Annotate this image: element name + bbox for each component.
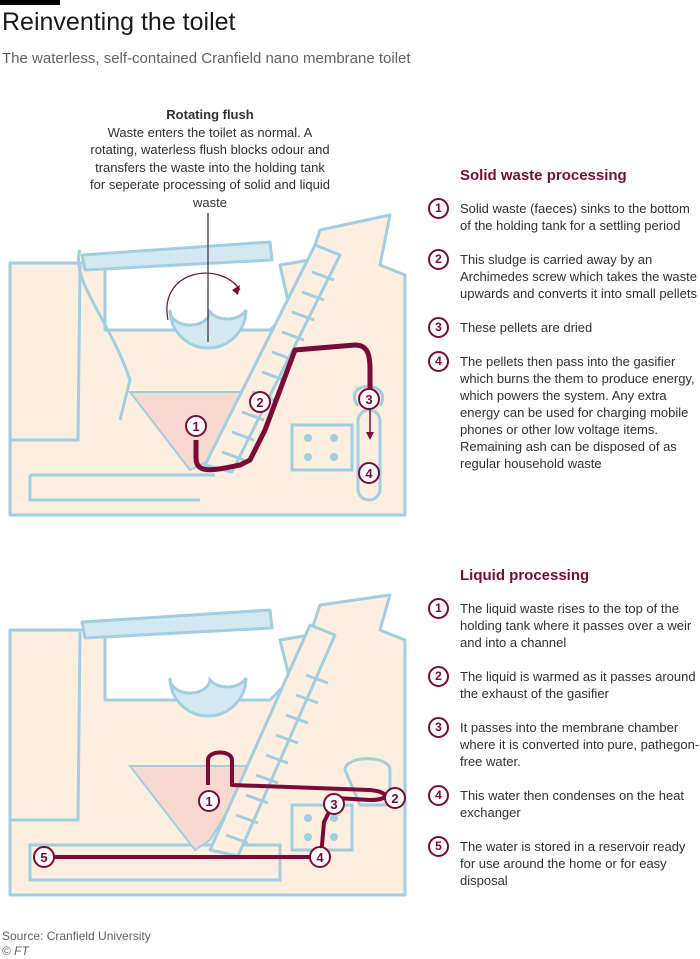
solid-waste-path: [193, 342, 373, 473]
rotating-flush-annotation: Rotating flush Waste enters the toilet a…: [88, 106, 332, 211]
step-number: 5: [428, 836, 449, 857]
diagram-marker-1: 1: [185, 415, 207, 437]
holding-tank: [127, 765, 257, 852]
diagram-marker-5: 5: [33, 846, 55, 868]
solid-step: 4 The pellets then pass into the gasifie…: [428, 351, 700, 472]
solid-processing-diagram: 1 2 3 4: [8, 213, 407, 517]
diagram-marker-2: 2: [384, 787, 406, 809]
page-title: Reinventing the toilet: [2, 8, 236, 36]
step-text: The water is stored in a reservoir ready…: [460, 839, 686, 888]
svg-text:1: 1: [205, 794, 212, 809]
svg-text:4: 4: [365, 466, 373, 481]
step-number: 1: [428, 598, 449, 619]
step-text: The pellets then pass into the gasifier …: [460, 354, 695, 471]
liquid-step: 3 It passes into the membrane chamber wh…: [428, 717, 700, 770]
seat-lid: [80, 608, 274, 640]
diagram-marker-4: 4: [358, 462, 380, 484]
svg-text:3: 3: [365, 392, 372, 407]
solid-step: 2 This sludge is carried away by an Arch…: [428, 249, 700, 302]
diagram-marker-1: 1: [198, 790, 220, 812]
step-text: It passes into the membrane chamber wher…: [460, 720, 700, 769]
diagram-marker-3: 3: [323, 793, 345, 815]
liquid-step: 4 This water then condenses on the heat …: [428, 785, 700, 821]
svg-text:4: 4: [316, 850, 324, 865]
liquid-step: 5 The water is stored in a reservoir rea…: [428, 836, 700, 889]
diagram-marker-3: 3: [358, 388, 380, 410]
step-number: 3: [428, 317, 449, 338]
step-text: The liquid is warmed as it passes around…: [460, 669, 696, 701]
solid-step: 1 Solid waste (faeces) sinks to the bott…: [428, 198, 700, 234]
diagram-marker-2: 2: [249, 391, 271, 413]
rotation-arrow: [166, 272, 241, 321]
brand-bar: [0, 0, 60, 5]
seat-lid: [80, 240, 274, 272]
annotation-heading: Rotating flush: [166, 107, 254, 122]
step-text: The liquid waste rises to the top of the…: [460, 601, 692, 650]
step-text: Solid waste (faeces) sinks to the bottom…: [460, 201, 690, 233]
liquid-processing-panel: Liquid processing 1 The liquid waste ris…: [428, 567, 700, 906]
svg-text:2: 2: [256, 395, 263, 410]
svg-text:2: 2: [391, 791, 398, 806]
page-subtitle: The waterless, self-contained Cranfield …: [2, 50, 411, 67]
step-number: 2: [428, 666, 449, 687]
step-text: This water then condenses on the heat ex…: [460, 788, 685, 820]
source-note: Source: Cranfield University © FT: [2, 929, 151, 959]
credit-text: © FT: [2, 944, 29, 958]
archimedes-screw: [208, 623, 337, 858]
diagram-marker-4: 4: [309, 846, 331, 868]
step-text: This sludge is carried away by an Archim…: [460, 252, 698, 301]
step-number: 3: [428, 717, 449, 738]
liquid-step: 2 The liquid is warmed as it passes arou…: [428, 666, 700, 702]
svg-text:3: 3: [330, 797, 337, 812]
solid-step: 3 These pellets are dried: [428, 317, 700, 338]
annotation-text: Waste enters the toilet as normal. A rot…: [90, 124, 330, 210]
liquid-heading: Liquid processing: [460, 567, 590, 584]
step-number: 1: [428, 198, 449, 219]
solid-processing-panel: Solid waste processing 1 Solid waste (fa…: [428, 167, 700, 489]
liquid-step: 1 The liquid waste rises to the top of t…: [428, 598, 700, 651]
svg-text:1: 1: [192, 419, 199, 434]
step-number: 2: [428, 249, 449, 270]
svg-text:5: 5: [40, 850, 47, 865]
step-text: These pellets are dried: [460, 320, 593, 335]
solid-heading: Solid waste processing: [460, 167, 627, 184]
step-number: 4: [428, 351, 449, 372]
step-number: 4: [428, 785, 449, 806]
bowl: [168, 676, 248, 718]
liquid-waste-path: [40, 750, 387, 859]
source-text: Source: Cranfield University: [2, 929, 151, 943]
liquid-processing-diagram: 1 2 3 4 5: [8, 593, 407, 897]
